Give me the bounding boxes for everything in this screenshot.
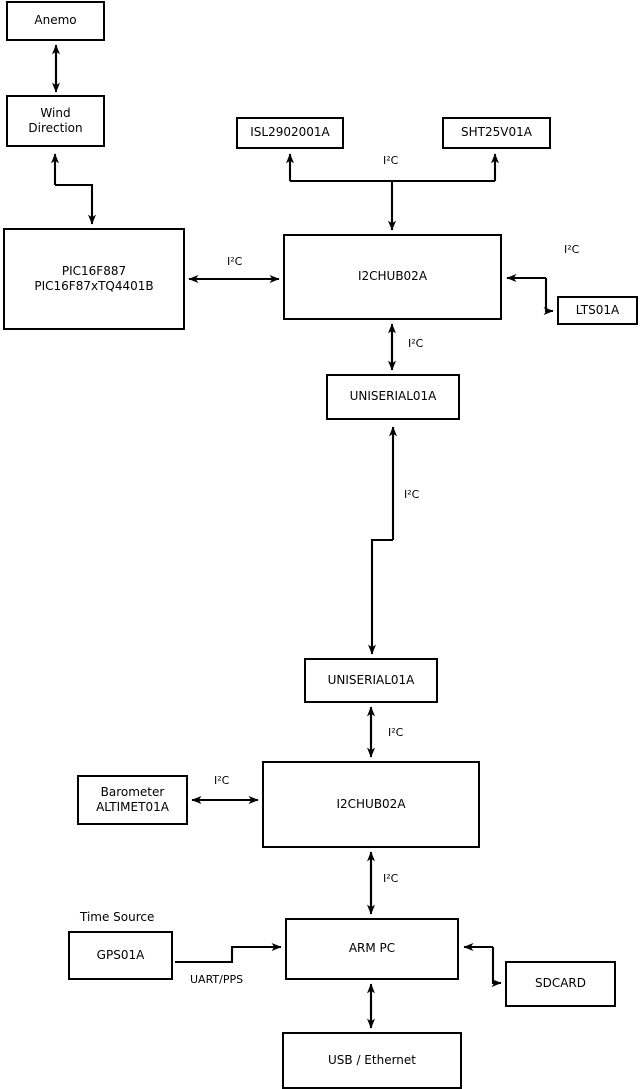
node-sdcard[interactable]: SDCARD	[505, 961, 616, 1007]
node-anemo-label: Anemo	[34, 13, 77, 28]
node-isl2902001a-label: ISL2902001A	[250, 125, 330, 140]
node-lts01a[interactable]: LTS01A	[557, 296, 638, 325]
edge-uni-uni-down	[367, 538, 393, 655]
node-sht25v01a-label: SHT25V01A	[461, 125, 532, 140]
edge-wind-pic-jog	[55, 183, 96, 225]
node-uniserial01a-upper[interactable]: UNISERIAL01A	[326, 374, 460, 420]
edge-label-uniserial-to-hub2: I²C	[388, 726, 404, 739]
edge-label-hub2-to-armpc: I²C	[383, 872, 399, 885]
edge-label-sensor-bus: I²C	[383, 154, 399, 167]
node-i2chub02a-bottom[interactable]: I2CHUB02A	[262, 761, 480, 848]
edge-label-barometer-to-hub2: I²C	[214, 774, 230, 787]
node-gps01a-label: GPS01A	[96, 947, 145, 962]
node-sdcard-label: SDCARD	[534, 976, 587, 991]
edge-label-hub-to-uniserial: I²C	[408, 337, 424, 350]
node-i2chub02a-bottom-label: I2CHUB02A	[336, 796, 406, 811]
node-i2chub02a-top[interactable]: I2CHUB02A	[283, 234, 502, 320]
edge-label-hub-to-lts01a: I²C	[564, 243, 580, 256]
node-wind-direction[interactable]: Wind Direction	[6, 95, 105, 147]
edge-gps-arm	[175, 943, 282, 964]
node-arm-pc-label: ARM PC	[348, 941, 396, 956]
node-anemo[interactable]: Anemo	[6, 1, 105, 41]
node-sht25v01a[interactable]: SHT25V01A	[442, 117, 551, 149]
edge-label-gps-to-armpc: UART/PPS	[190, 973, 244, 986]
node-i2chub02a-top-label: I2CHUB02A	[357, 269, 428, 284]
node-usb-ethernet[interactable]: USB / Ethernet	[282, 1032, 462, 1089]
node-barometer-altimet01a[interactable]: Barometer ALTIMET01A	[77, 775, 188, 825]
node-pic-microcontroller[interactable]: PIC16F887 PIC16F87xTQ4401B	[3, 228, 185, 330]
node-pic-microcontroller-label: PIC16F887 PIC16F87xTQ4401B	[34, 263, 154, 293]
node-uniserial01a-lower[interactable]: UNISERIAL01A	[304, 658, 438, 703]
node-uniserial01a-upper-label: UNISERIAL01A	[349, 389, 437, 404]
edge-label-uniserial-to-uniserial: I²C	[404, 488, 420, 501]
node-gps01a[interactable]: GPS01A	[68, 931, 173, 980]
node-arm-pc[interactable]: ARM PC	[285, 918, 459, 980]
node-usb-ethernet-label: USB / Ethernet	[328, 1052, 416, 1067]
node-barometer-altimet01a-label: Barometer ALTIMET01A	[96, 784, 169, 814]
annotation-time-source: Time Source	[80, 910, 155, 924]
node-uniserial01a-lower-label: UNISERIAL01A	[327, 672, 415, 687]
edge-lts-hub-out	[543, 278, 554, 316]
node-isl2902001a[interactable]: ISL2902001A	[236, 117, 344, 149]
node-lts01a-label: LTS01A	[575, 302, 620, 317]
node-wind-direction-label: Wind Direction	[28, 105, 83, 135]
edge-sdcard-arm-out	[491, 947, 502, 988]
edge-label-pic-to-hub: I²C	[227, 255, 243, 268]
